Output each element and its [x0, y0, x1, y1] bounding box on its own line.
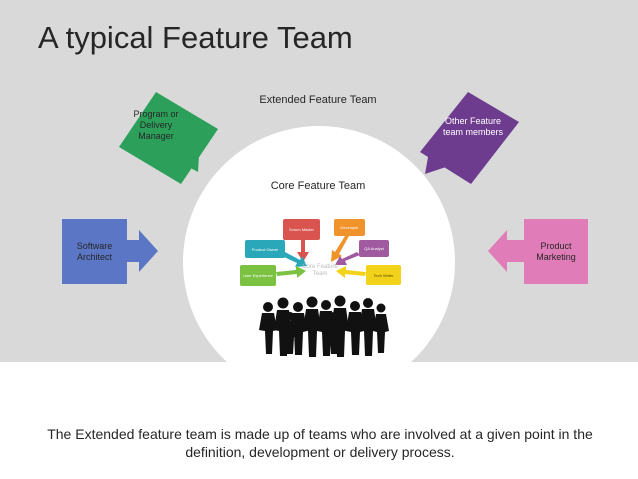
- ux-box: [240, 265, 276, 286]
- qa-box: [359, 240, 389, 257]
- core-center-label: Core Feature Team: [302, 264, 338, 277]
- developer-box: [334, 219, 365, 236]
- product-marketing-label: Product Marketing: [536, 241, 576, 262]
- team-silhouettes: [259, 295, 389, 357]
- tech-writer-box: [366, 265, 401, 285]
- developer-label: Developer: [340, 225, 359, 230]
- scrum-master-label: Scrum Master: [289, 227, 314, 232]
- scrum-master-box: [283, 219, 320, 240]
- slide-caption: The Extended feature team is made up of …: [47, 426, 593, 460]
- developer-arrow: [331, 236, 349, 262]
- program-manager-shape: [119, 92, 218, 184]
- product-owner-arrow: [282, 252, 307, 267]
- slide-title: A typical Feature Team: [38, 20, 353, 55]
- core-team-label: Core Feature Team: [270, 180, 366, 192]
- program-manager-label: Program or Delivery Manager: [133, 108, 179, 141]
- core-team-circle: [183, 126, 455, 398]
- tech-writer-label: Tech Writer: [373, 272, 394, 278]
- qa-label: QA Analyst: [364, 246, 384, 251]
- qa-arrow: [335, 252, 360, 265]
- scrum-master-arrow: [297, 240, 309, 262]
- extended-team-label: Extended Feature Team: [259, 94, 377, 106]
- ux-label: User Experience: [243, 273, 273, 278]
- software-architect-label: Software Architect: [76, 241, 113, 262]
- product-marketing-shape: [488, 219, 588, 284]
- tech-writer-arrow: [336, 266, 366, 278]
- ux-arrow: [276, 266, 306, 278]
- product-owner-label: Product Owner: [251, 246, 279, 252]
- software-architect-shape: [62, 219, 158, 284]
- other-members-label: Other Feature team members: [442, 116, 504, 137]
- other-members-shape: [420, 92, 519, 184]
- product-owner-box: [245, 240, 285, 258]
